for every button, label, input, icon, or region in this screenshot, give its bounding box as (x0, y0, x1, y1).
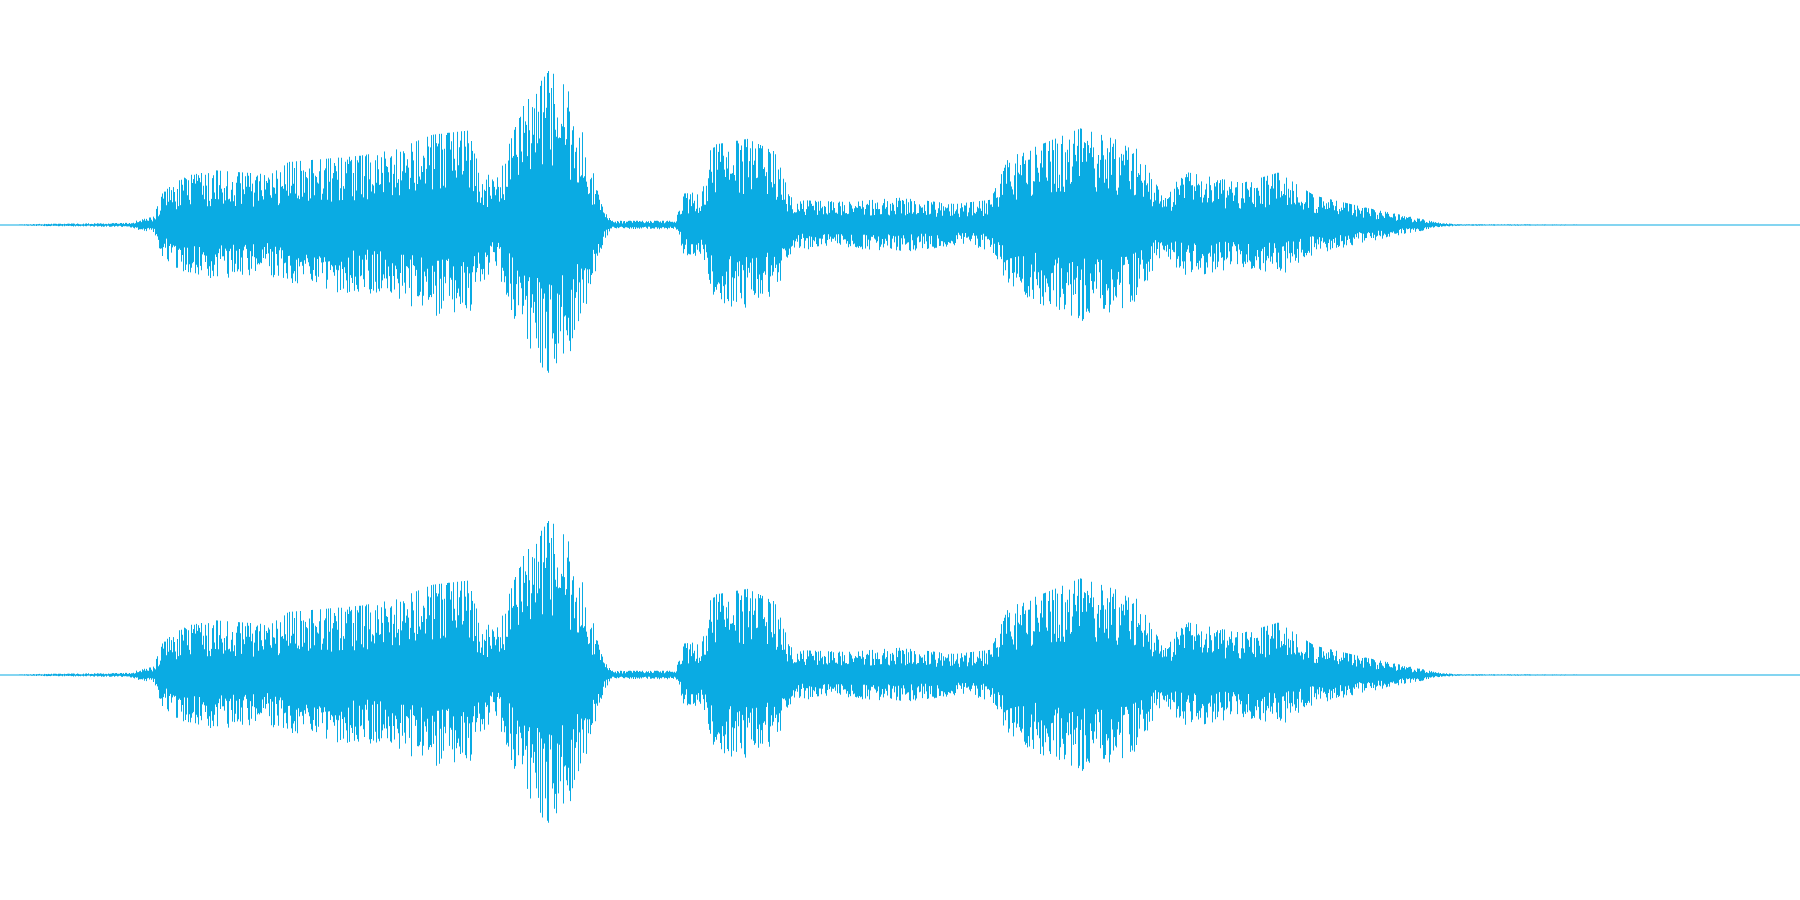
channel-left-waveform (0, 71, 1800, 373)
waveform-channel-left (0, 71, 1800, 373)
channel-right-waveform (0, 521, 1800, 823)
waveform-channel-right (0, 521, 1800, 823)
